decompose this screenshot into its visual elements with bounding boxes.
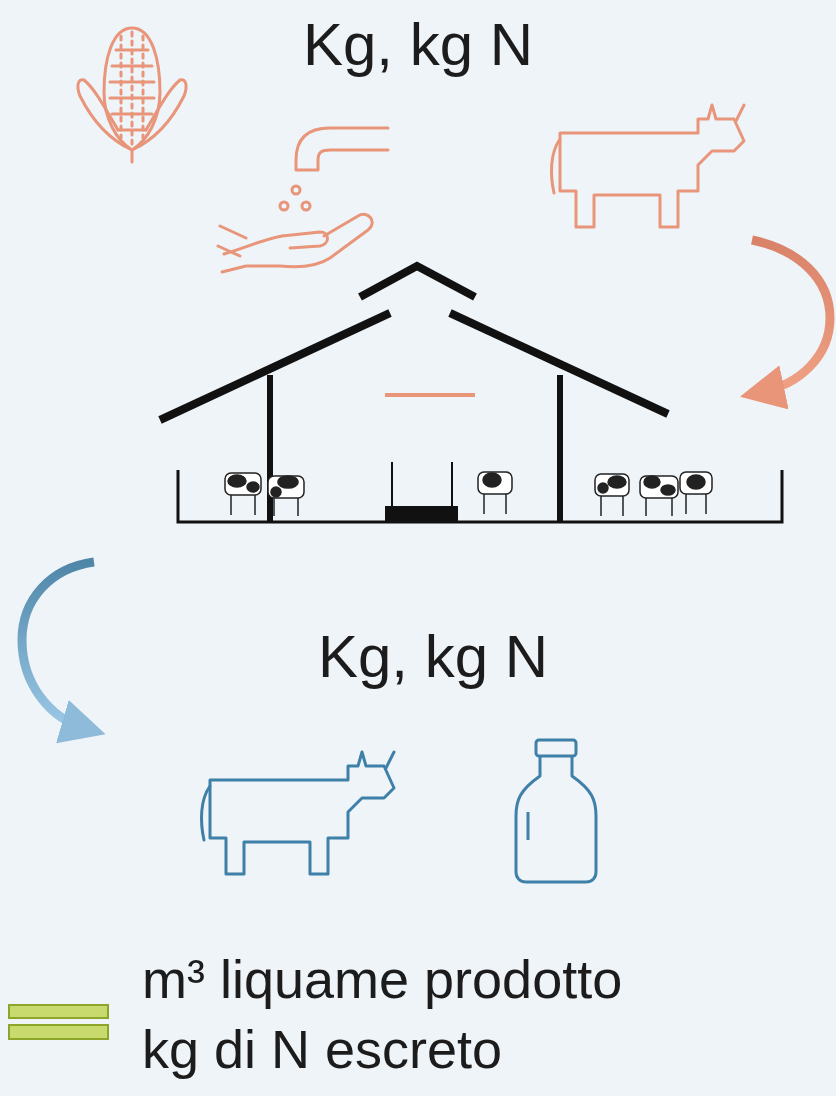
output-label: kg di N escreto: [142, 1020, 832, 1079]
input-arrow: [752, 240, 830, 392]
cow-icon: [552, 105, 744, 227]
equals-symbol: [9, 1005, 108, 1039]
output-label: m³ liquame prodotto: [142, 950, 832, 1009]
barn-line: [385, 393, 475, 397]
water-icon: [218, 128, 388, 272]
quantity-label: Kg, kg N: [0, 624, 836, 690]
barn-structure: [160, 266, 782, 522]
quantity-label: Kg, kg N: [0, 12, 836, 78]
output-arrow: [22, 562, 94, 728]
barn-cows: [225, 472, 712, 516]
milk-bottle-icon: [516, 740, 596, 882]
cow-icon: [202, 752, 394, 874]
corn-icon: [78, 28, 186, 162]
